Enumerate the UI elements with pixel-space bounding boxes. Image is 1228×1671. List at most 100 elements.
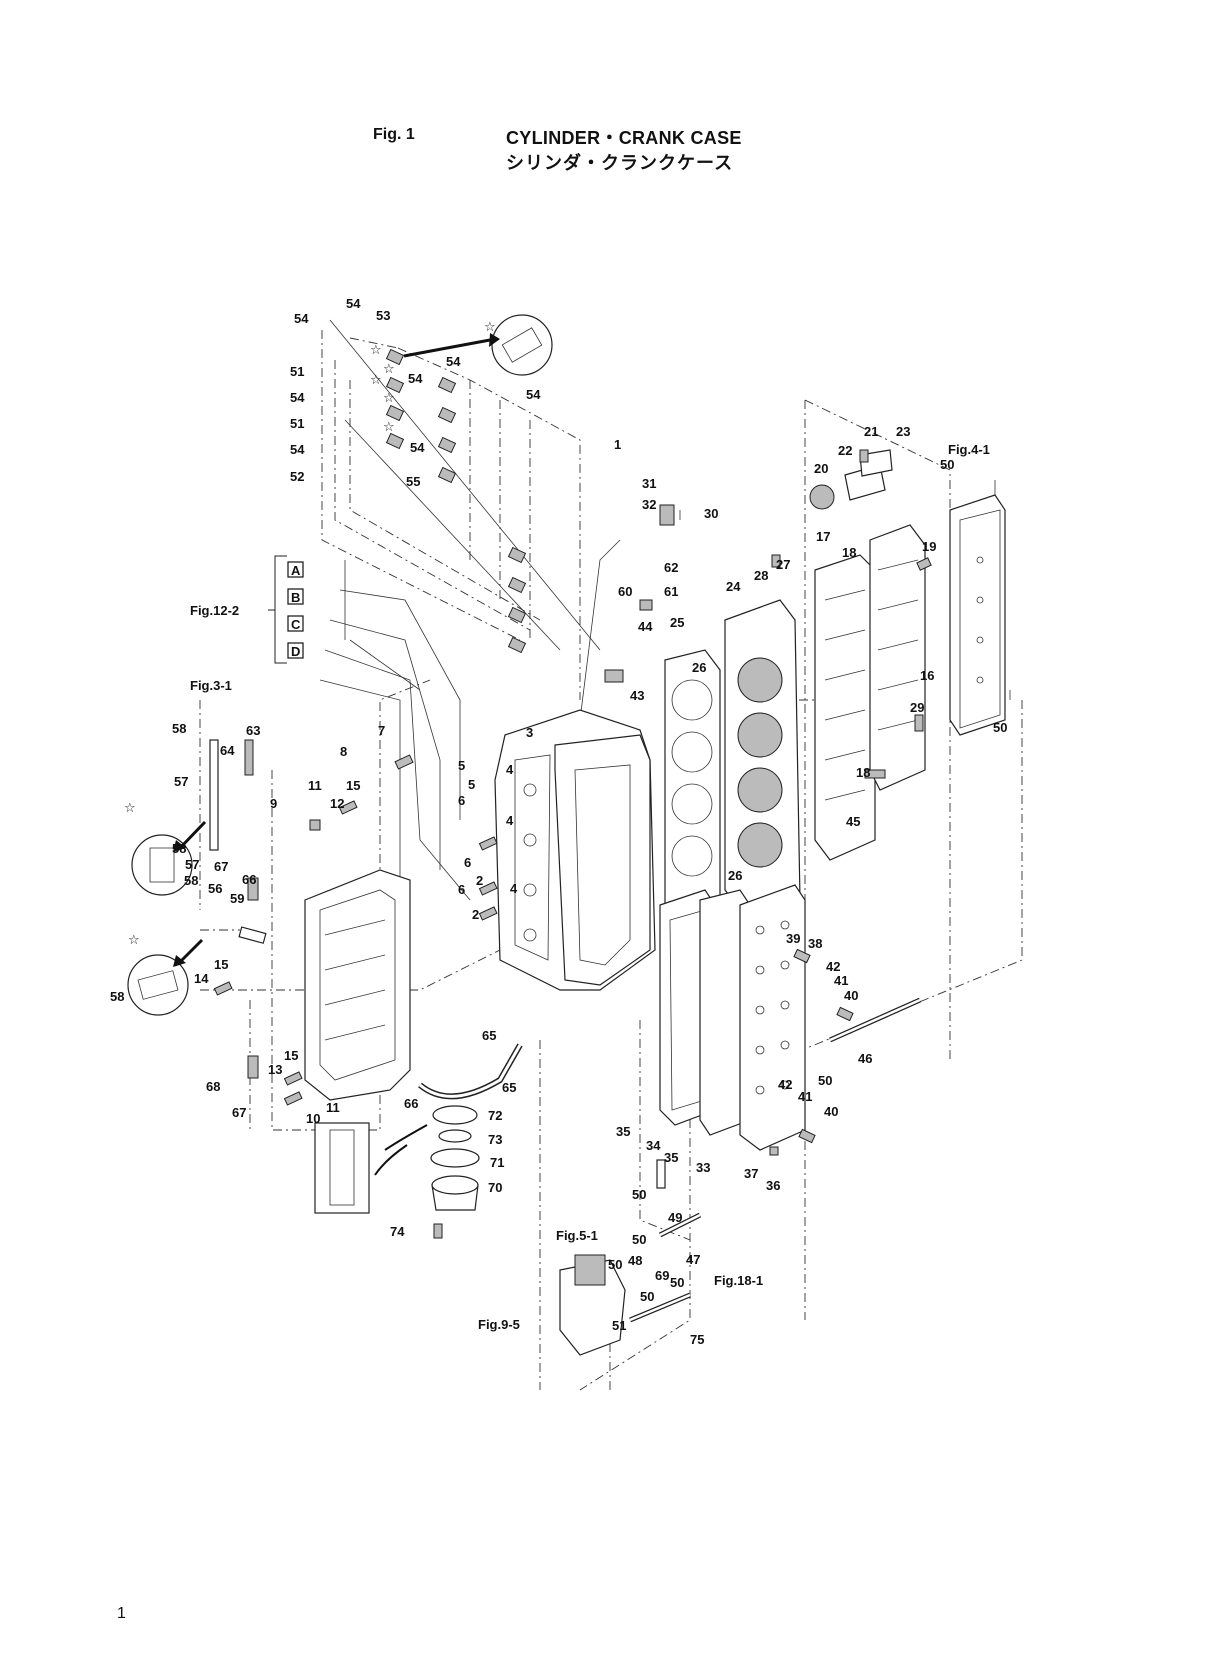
callout: 68 bbox=[206, 1079, 220, 1094]
callout: 50 bbox=[632, 1187, 646, 1202]
detail-star: ☆ bbox=[484, 319, 496, 334]
callout: 63 bbox=[246, 723, 260, 738]
box-label-d bbox=[287, 642, 304, 659]
callout: 9 bbox=[270, 796, 277, 811]
detail-view-53 bbox=[491, 314, 553, 376]
water-pump-fig5 bbox=[559, 1254, 626, 1356]
callout: 54 bbox=[410, 440, 425, 455]
figure-number: Fig. 1 bbox=[373, 126, 415, 143]
callout: 49 bbox=[668, 1210, 682, 1225]
ref-fig3-1: Fig.3-1 bbox=[190, 678, 232, 693]
callout: 24 bbox=[726, 579, 741, 594]
exhaust-cover-33 bbox=[739, 884, 806, 1151]
fasteners bbox=[213, 348, 932, 1239]
callout: 54 bbox=[290, 390, 305, 405]
callout: 4 bbox=[506, 813, 514, 828]
callout: 21 bbox=[864, 424, 878, 439]
callout: 50 bbox=[818, 1073, 832, 1088]
callout: 10 bbox=[306, 1111, 320, 1126]
hose-64 bbox=[418, 1043, 523, 1100]
callout: 6 bbox=[458, 882, 465, 897]
detail-star: ☆ bbox=[128, 932, 140, 947]
bracket-fig12 bbox=[268, 555, 287, 664]
callout: 7 bbox=[378, 723, 385, 738]
callout: 41 bbox=[834, 973, 848, 988]
ref-fig5-1: Fig.5-1 bbox=[556, 1228, 598, 1243]
box-label-c bbox=[287, 615, 304, 632]
callout: 59 bbox=[230, 891, 244, 906]
callout: 51 bbox=[612, 1318, 626, 1333]
callout: 40 bbox=[824, 1104, 838, 1119]
callout: 58 bbox=[110, 989, 124, 1004]
callout: 2 bbox=[476, 873, 483, 888]
hoses-bottom bbox=[629, 1159, 702, 1323]
callout: 54 bbox=[290, 442, 305, 457]
callout: 61 bbox=[664, 584, 678, 599]
callout: 48 bbox=[628, 1253, 642, 1268]
callout: 74 bbox=[390, 1224, 405, 1239]
ref-fig4-1: Fig.4-1 bbox=[948, 442, 990, 457]
callout: 54 bbox=[294, 311, 309, 326]
callout: 60 bbox=[618, 584, 632, 599]
callout: 50 bbox=[632, 1232, 646, 1247]
callout: 58 bbox=[172, 721, 186, 736]
callout: 34 bbox=[646, 1138, 661, 1153]
callout: 23 bbox=[896, 424, 910, 439]
callout: 3 bbox=[526, 725, 533, 740]
callout: 53 bbox=[376, 308, 390, 323]
callout: 33 bbox=[696, 1160, 710, 1175]
callout: 11 bbox=[326, 1100, 340, 1115]
callout: 54 bbox=[408, 371, 423, 386]
callout: 29 bbox=[910, 700, 924, 715]
ref-fig9-5: Fig.9-5 bbox=[478, 1317, 520, 1332]
callout: 26 bbox=[728, 868, 742, 883]
callout: 54 bbox=[526, 387, 541, 402]
leader-lines bbox=[319, 319, 1011, 901]
detail-star: ☆ bbox=[383, 361, 395, 376]
detail-view-57-lower bbox=[127, 954, 189, 1016]
callout: 51 bbox=[290, 364, 304, 379]
callout: 4 bbox=[510, 881, 518, 896]
callout: 13 bbox=[268, 1062, 282, 1077]
callout: 25 bbox=[670, 615, 684, 630]
callout: 57 bbox=[185, 857, 199, 872]
callout: 14 bbox=[194, 971, 209, 986]
callout: 16 bbox=[920, 668, 934, 683]
callout: 50 bbox=[940, 457, 954, 472]
callout: 72 bbox=[488, 1108, 502, 1123]
crank-case bbox=[304, 869, 411, 1101]
callout: 75 bbox=[690, 1332, 704, 1347]
callout: 42 bbox=[826, 959, 840, 974]
callout: 35 bbox=[616, 1124, 630, 1139]
cylinder-block bbox=[494, 709, 656, 991]
callout: 15 bbox=[214, 957, 228, 972]
ref-fig12-2: Fig.12-2 bbox=[190, 603, 239, 618]
callout: 4 bbox=[506, 762, 514, 777]
callout: 69 bbox=[655, 1268, 669, 1283]
detail-star: ☆ bbox=[383, 390, 395, 405]
pipe-56 bbox=[209, 739, 219, 851]
detail-star: ☆ bbox=[383, 419, 395, 434]
callout: 46 bbox=[858, 1051, 872, 1066]
callout: 54 bbox=[446, 354, 461, 369]
callout: 36 bbox=[766, 1178, 780, 1193]
callout: 45 bbox=[846, 814, 860, 829]
cover-16 bbox=[869, 524, 926, 791]
callout: 73 bbox=[488, 1132, 502, 1147]
ref-fig18-1: Fig.18-1 bbox=[714, 1273, 763, 1288]
gasket-17 bbox=[814, 554, 876, 861]
cylinder-head-24 bbox=[724, 599, 801, 921]
callout: 18 bbox=[842, 545, 856, 560]
callout: 15 bbox=[284, 1048, 298, 1063]
callout: 55 bbox=[406, 474, 420, 489]
thermostat-cover-20-22 bbox=[809, 449, 893, 510]
callout: 19 bbox=[922, 539, 936, 554]
box-label-c-text: C bbox=[291, 617, 301, 632]
callout: 54 bbox=[346, 296, 361, 311]
callout: 62 bbox=[664, 560, 678, 575]
callout: 17 bbox=[816, 529, 830, 544]
detail-star: ☆ bbox=[370, 342, 382, 357]
callout: 27 bbox=[776, 557, 790, 572]
callout: 15 bbox=[346, 778, 360, 793]
callout: 43 bbox=[630, 688, 644, 703]
